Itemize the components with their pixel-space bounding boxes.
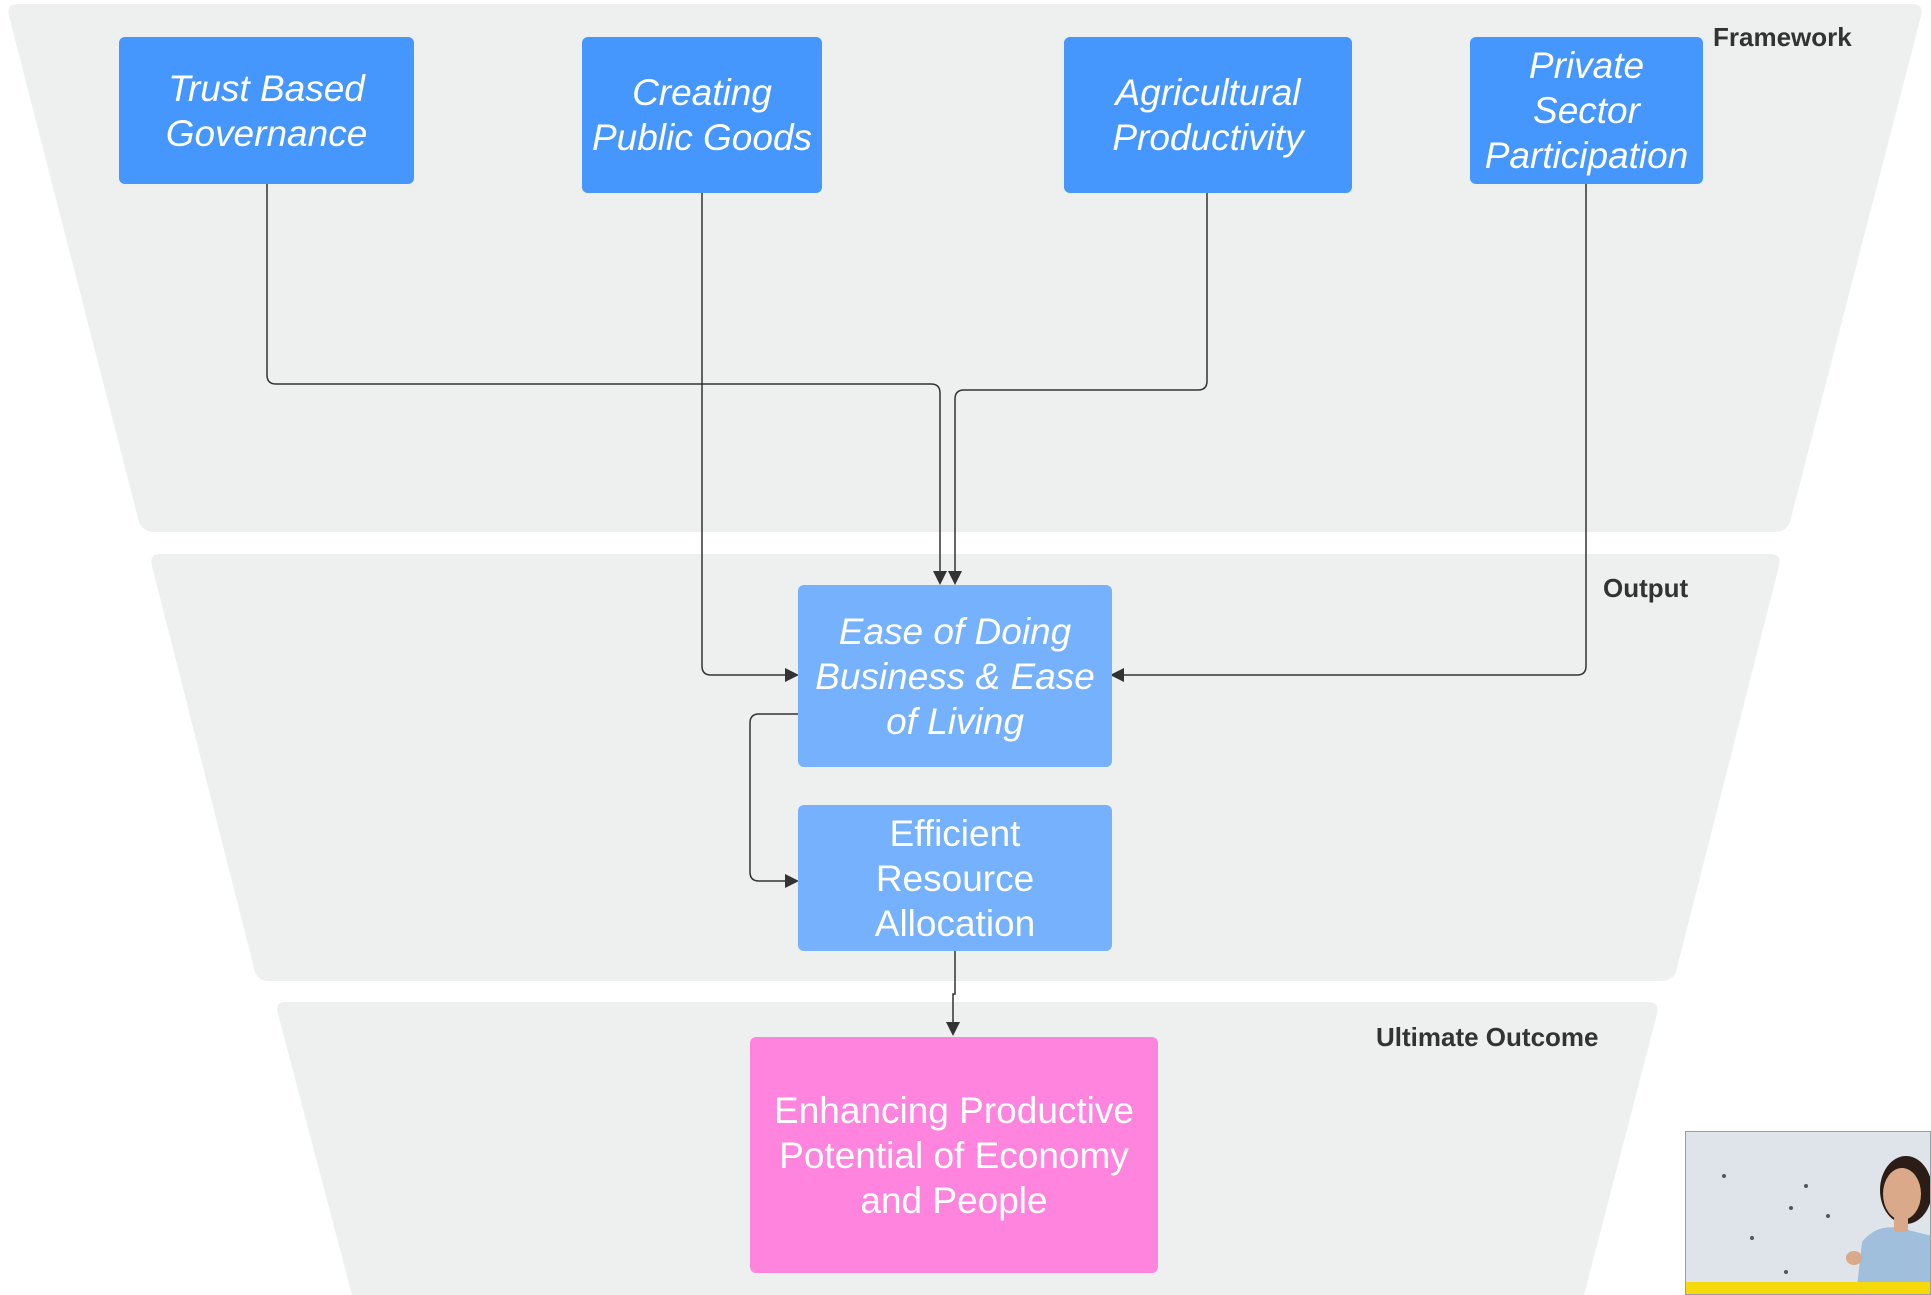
trust-based-governance-text: Trust Based Governance — [165, 67, 368, 154]
enhancing-productive-potential-node[interactable]: Enhancing Productive Potential of Econom… — [750, 1037, 1158, 1273]
outcome-zone-label: Ultimate Outcome — [1376, 1022, 1599, 1052]
agricultural-productivity-node[interactable]: Agricultural Productivity — [1064, 37, 1352, 193]
agricultural-productivity-text: Agricultural Productivity — [1112, 72, 1304, 158]
output-zone-label: Output — [1603, 573, 1689, 603]
private-sector-participation-text: Private Sector Participation — [1484, 45, 1689, 176]
trust-based-governance-node[interactable]: Trust Based Governance — [119, 37, 414, 184]
connector-public-goods-to-ease — [701, 193, 799, 682]
efficient-resource-allocation-node[interactable]: Efficient Resource Allocation — [798, 805, 1112, 951]
enhancing-productive-potential-text: Enhancing Productive Potential of Econom… — [774, 1089, 1134, 1221]
presenter-thumbnail-icon — [1686, 1132, 1930, 1294]
connector-trust-to-ease — [266, 184, 947, 585]
framework-zone-label: Framework — [1713, 22, 1852, 52]
connector-ease-to-allocation — [749, 713, 799, 888]
efficient-resource-allocation-text: Efficient Resource Allocation — [874, 812, 1036, 944]
ease-of-doing-business-text: Ease of Doing Business & Ease of Living — [815, 610, 1095, 742]
creating-public-goods-node[interactable]: Creating Public Goods — [582, 37, 822, 193]
connector-allocation-to-outcome — [946, 951, 960, 1036]
private-sector-participation-node[interactable]: Private Sector Participation — [1470, 37, 1703, 184]
creating-public-goods-text: Creating Public Goods — [591, 72, 813, 158]
framework-zone — [8, 4, 1922, 532]
output-zone — [151, 554, 1780, 981]
connector-private-to-ease — [1110, 184, 1587, 682]
connector-agri-to-ease — [948, 193, 1208, 585]
ease-of-doing-business-node[interactable]: Ease of Doing Business & Ease of Living — [798, 585, 1112, 767]
presenter-video-thumbnail[interactable] — [1685, 1131, 1931, 1295]
